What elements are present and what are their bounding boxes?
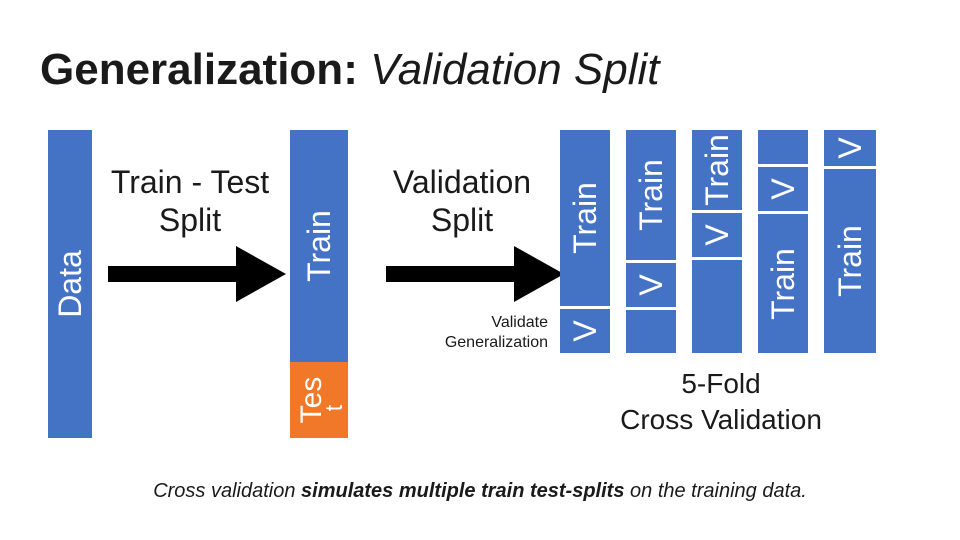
slide-title: Generalization: Validation Split [40, 42, 660, 98]
validate-generalization-note: Validate Generalization [400, 313, 548, 353]
arrow-right-icon [108, 246, 286, 302]
fold-5-val: V [824, 130, 876, 166]
fold-3-val: V [692, 213, 742, 257]
title-bold: Generalization: [40, 45, 358, 94]
fold-3-val-label: V [699, 224, 735, 246]
caption-part2: simulates multiple train test-splits [301, 480, 625, 502]
validation-split-line2: Split [430, 202, 494, 238]
train-bar: Train [290, 130, 348, 362]
fold-4-val-label: V [765, 178, 801, 200]
test-bar-label: Tes [295, 376, 329, 424]
fold-3-train-bottom [692, 260, 742, 353]
fold-2-val-label: V [633, 274, 669, 296]
fold-3-train-label: Train [699, 134, 735, 206]
fold-5-train: Train [824, 169, 876, 353]
train-test-split-label: Train - Test Split [100, 163, 280, 239]
fold-5-val-label: V [832, 137, 868, 159]
train-bar-label: Train [301, 210, 337, 282]
fold-4-train: Train [758, 214, 808, 353]
title-italic: Validation Split [370, 45, 660, 94]
fold-4-val: V [758, 167, 808, 211]
fold-1-train-label: Train [567, 182, 603, 254]
validation-split-label: Validation Split [372, 163, 552, 239]
fold-1-train: Train [560, 130, 610, 306]
kfold-label: 5-Fold Cross Validation [590, 366, 852, 438]
kfold-label-line2: Cross Validation [620, 404, 822, 435]
fold-2-train-label: Train [633, 159, 669, 231]
data-bar-label: Data [52, 250, 88, 318]
validation-split-line1: Validation [392, 164, 532, 200]
arrow-right-icon [386, 246, 564, 302]
test-bar: Tes t [290, 362, 348, 438]
caption-part1: Cross validation [153, 480, 302, 502]
data-bar: Data [48, 130, 92, 438]
fold-1-val: V [560, 309, 610, 353]
fold-4-train-label: Train [765, 247, 801, 320]
train-test-split-line2: Split [158, 202, 222, 238]
fold-2-val: V [626, 263, 676, 307]
validate-note-line1: Validate [491, 314, 548, 331]
fold-1-val-label: V [567, 320, 603, 342]
caption-part3: on the training data. [624, 480, 807, 502]
fold-2-train-bottom [626, 310, 676, 353]
validate-note-line2: Generalization [444, 334, 548, 351]
test-bar-label-tail: t [321, 404, 348, 411]
fold-3-train: Train [692, 130, 742, 210]
fold-4-top [758, 130, 808, 164]
kfold-label-line1: 5-Fold [681, 368, 761, 399]
train-test-split-line1: Train - Test [110, 164, 270, 200]
fold-5-train-label: Train [832, 225, 868, 297]
caption: Cross validation simulates multiple trai… [0, 480, 960, 503]
fold-2-train: Train [626, 130, 676, 260]
